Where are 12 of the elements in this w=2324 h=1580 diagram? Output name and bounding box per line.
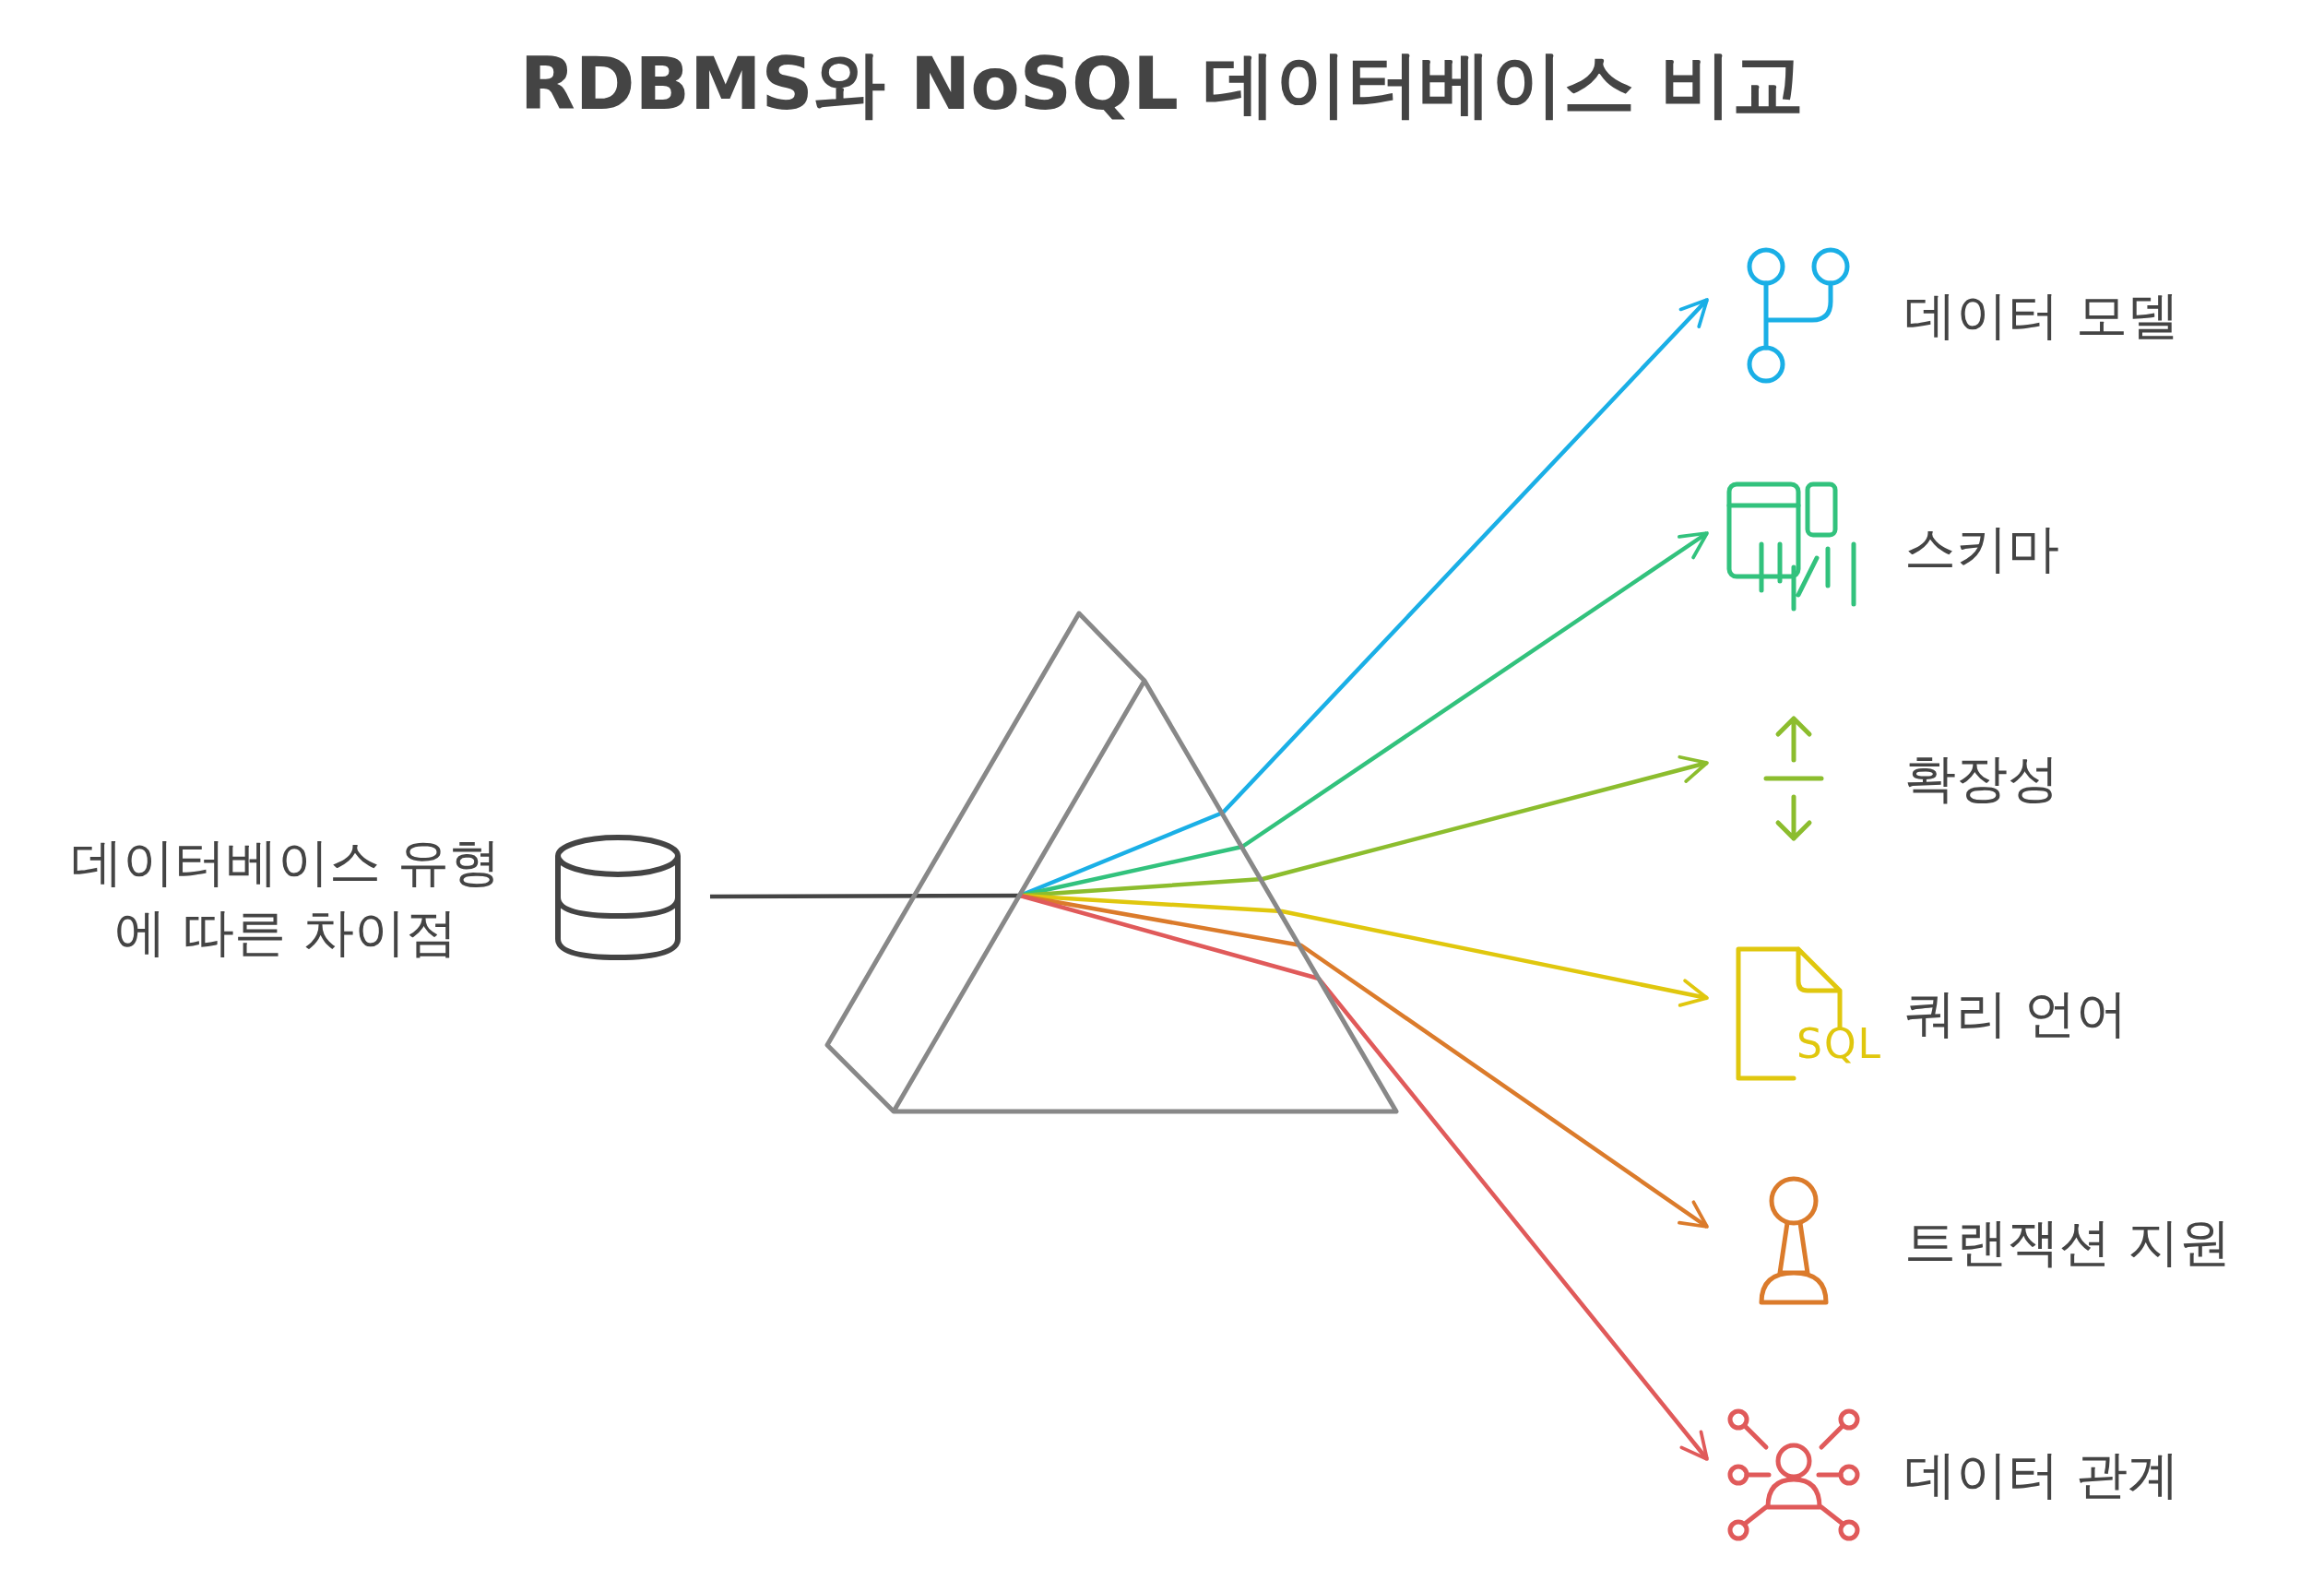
title: RDBMS와 NoSQL 데이터베이스 비교 [519,42,1805,125]
node-label: 확장성 [1904,747,2059,811]
node-label: 데이터 관계 [1904,1443,2179,1507]
node-label: 데이터 모델 [1904,284,2179,348]
icon-label: SQL [1796,1024,1883,1064]
node-label: 쿼리 언어 [1904,982,2128,1046]
prism-drawing [827,613,1396,1111]
node-label: 트랜잭션 지원 [1904,1211,2231,1275]
node-label: 스키마 [1904,517,2059,581]
connector-line [710,893,1020,899]
arrow [1019,893,1709,1461]
node-label: 데이터베이스 유형에 따른 차이점 [70,830,502,964]
